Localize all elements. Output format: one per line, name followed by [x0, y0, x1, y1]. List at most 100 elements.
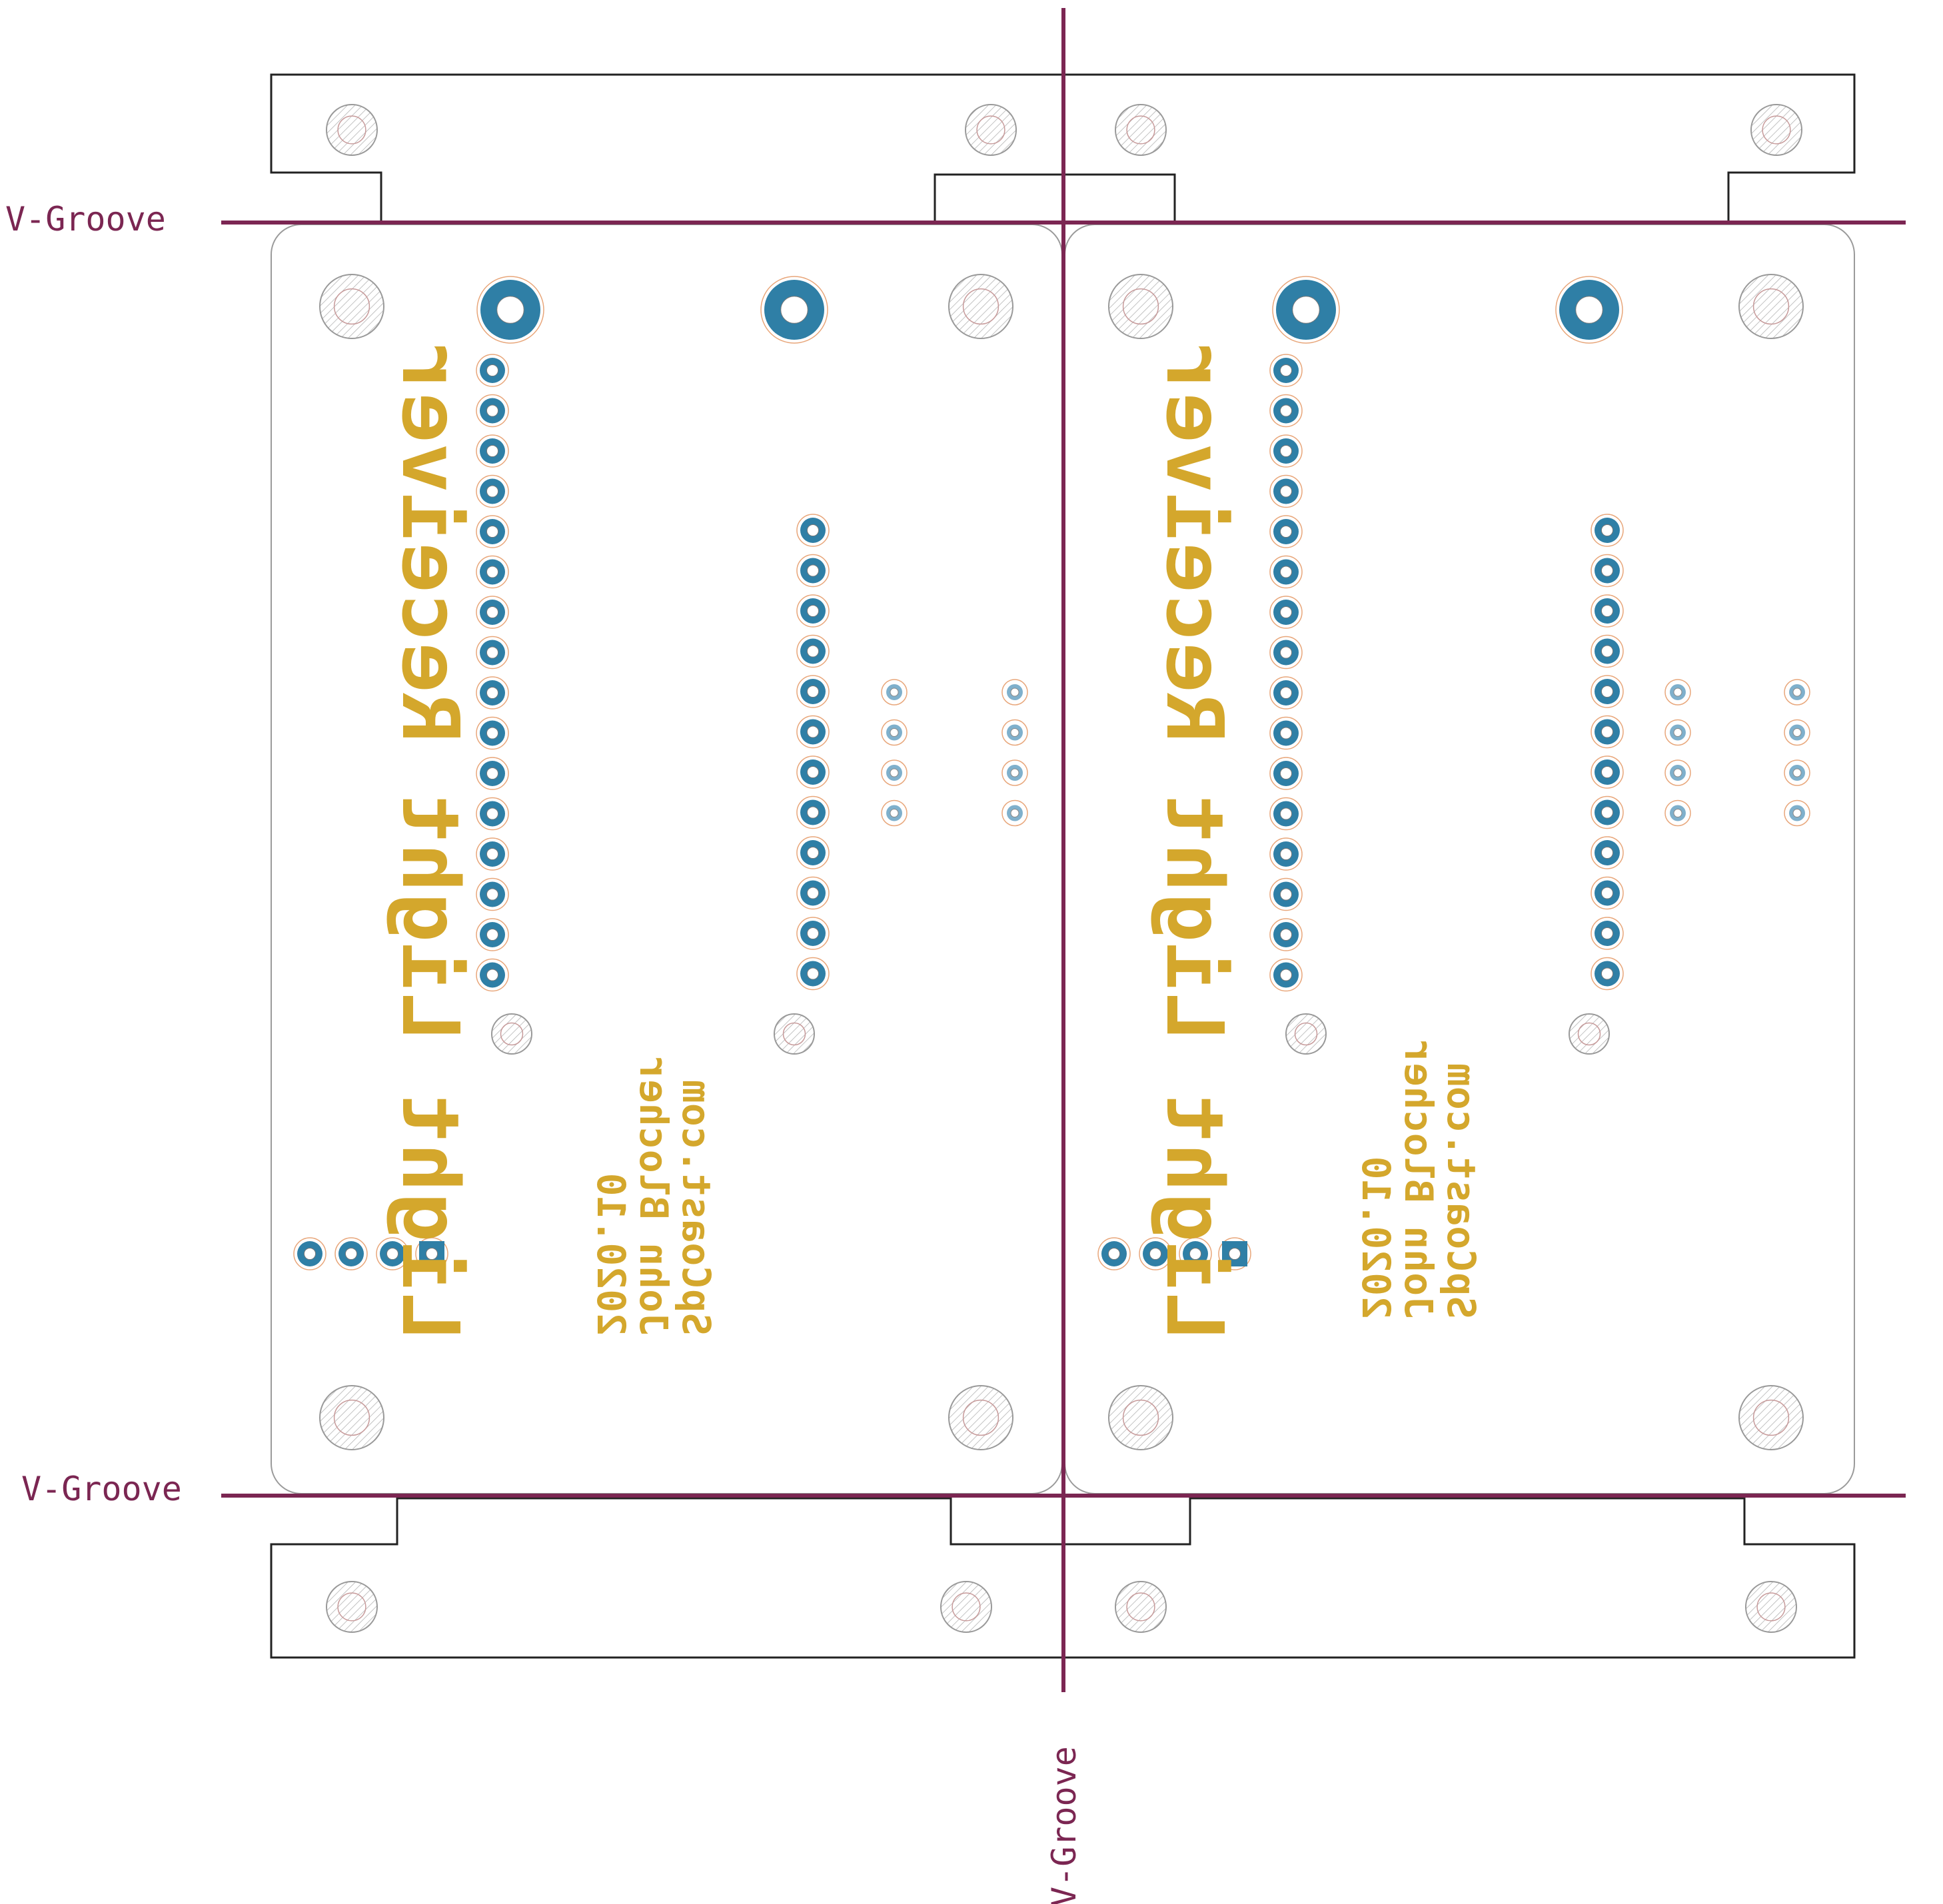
pad-drill	[1673, 809, 1682, 817]
pad-clearance	[476, 434, 509, 468]
bottom-rail	[270, 1497, 1856, 1659]
pad-drill	[1792, 768, 1802, 777]
pad-drill	[1279, 646, 1293, 659]
pad-clearance	[1269, 515, 1303, 548]
pad-clearance	[1097, 1237, 1131, 1270]
pad-drill	[780, 296, 808, 324]
pad-drill	[1279, 525, 1293, 538]
mounting-holes	[319, 104, 1804, 1633]
pad-drill	[806, 685, 820, 698]
pad-clearance	[476, 797, 509, 831]
pad-clearance	[1591, 917, 1624, 950]
board-author-right: John Blocher	[1396, 1040, 1441, 1319]
pad-clearance	[476, 474, 509, 508]
pad-clearance	[1591, 715, 1624, 749]
pad-clearance	[1664, 679, 1691, 706]
pad-drill	[1279, 767, 1293, 780]
mounting-hole-ring	[337, 1592, 366, 1622]
pad-drill	[486, 767, 499, 780]
mounting-hole-ring	[1126, 115, 1155, 145]
pad-clearance	[796, 836, 830, 869]
mounting-hole	[948, 1385, 1013, 1450]
pad-drill	[1601, 604, 1614, 618]
pad-drill	[1601, 564, 1614, 577]
pad-clearance	[1139, 1237, 1172, 1270]
pad-clearance	[1784, 759, 1810, 786]
pad-drill	[1575, 296, 1603, 324]
pad-clearance	[1591, 836, 1624, 869]
pad-drill	[1601, 927, 1614, 940]
mounting-hole-ring	[782, 1022, 806, 1046]
mounting-hole	[1569, 1013, 1610, 1055]
mounting-hole	[1285, 1013, 1327, 1055]
mounting-hole	[1750, 104, 1802, 156]
pad-drill	[1149, 1247, 1162, 1260]
pad-drill	[1279, 364, 1293, 377]
pad-clearance	[1001, 679, 1028, 706]
pad-drill	[1601, 524, 1614, 537]
pad-clearance	[476, 394, 509, 428]
pad-drill	[1792, 688, 1802, 697]
pad-clearance	[1001, 759, 1028, 786]
mounting-hole	[1738, 1385, 1804, 1450]
mounting-hole-ring	[500, 1022, 524, 1046]
pad-drill	[1601, 967, 1614, 980]
pad-drill	[890, 688, 899, 697]
pad-drill	[496, 296, 524, 324]
mounting-hole	[940, 1581, 992, 1633]
pad-drill	[486, 444, 499, 458]
pad-drill	[806, 564, 820, 577]
board-site-left: SpCoast.com	[674, 1080, 719, 1336]
pad-drill	[1601, 645, 1614, 658]
pad-clearance	[1218, 1237, 1251, 1270]
pad-clearance	[1269, 918, 1303, 951]
pad-drill	[1279, 847, 1293, 861]
pad-drill	[1010, 809, 1019, 817]
pad-clearance	[796, 917, 830, 950]
pad-clearance	[1269, 434, 1303, 468]
pad-drill	[1601, 846, 1614, 859]
board-date-right: 2020.10	[1353, 1157, 1399, 1319]
pad-clearance	[1591, 594, 1624, 628]
mounting-hole	[1745, 1581, 1797, 1633]
pads	[293, 276, 1810, 1270]
pad-clearance	[415, 1237, 448, 1270]
pad-clearance	[476, 555, 509, 589]
pad-drill	[1010, 688, 1019, 697]
pad-clearance	[1269, 837, 1303, 871]
pad-clearance	[476, 958, 509, 992]
mounting-hole-ring	[1752, 1399, 1790, 1436]
pad-clearance	[1591, 876, 1624, 910]
mounting-hole-ring	[1752, 288, 1790, 325]
mounting-hole	[1115, 104, 1167, 156]
pad-drill	[386, 1247, 399, 1260]
pad-clearance	[476, 676, 509, 710]
pad-clearance	[1269, 636, 1303, 670]
pad-clearance	[796, 876, 830, 910]
pad-clearance	[1591, 554, 1624, 588]
pad-drill	[1279, 727, 1293, 739]
pad-drill	[1292, 296, 1320, 324]
top-rail	[270, 73, 1856, 224]
pad-drill	[806, 604, 820, 618]
pad-drill	[486, 969, 499, 981]
pad-clearance	[796, 957, 830, 991]
pad-clearance	[881, 719, 908, 746]
mounting-hole	[491, 1013, 532, 1055]
pad-clearance	[881, 799, 908, 827]
pad-drill	[425, 1247, 438, 1260]
mounting-hole	[326, 1581, 378, 1633]
pad-drill	[890, 809, 899, 817]
pad-drill	[1279, 686, 1293, 700]
pad-drill	[303, 1247, 317, 1260]
mounting-hole-ring	[333, 1399, 370, 1436]
pad-clearance	[1784, 719, 1810, 746]
pad-clearance	[1001, 799, 1028, 827]
pad-drill	[806, 846, 820, 859]
pad-clearance	[796, 675, 830, 708]
vgroove-label-vertical: V-Groove	[1045, 1746, 1083, 1904]
pad-clearance	[881, 679, 908, 706]
pad-drill	[1792, 728, 1802, 737]
pad-clearance	[1001, 719, 1028, 746]
mounting-hole-ring	[976, 115, 1005, 145]
